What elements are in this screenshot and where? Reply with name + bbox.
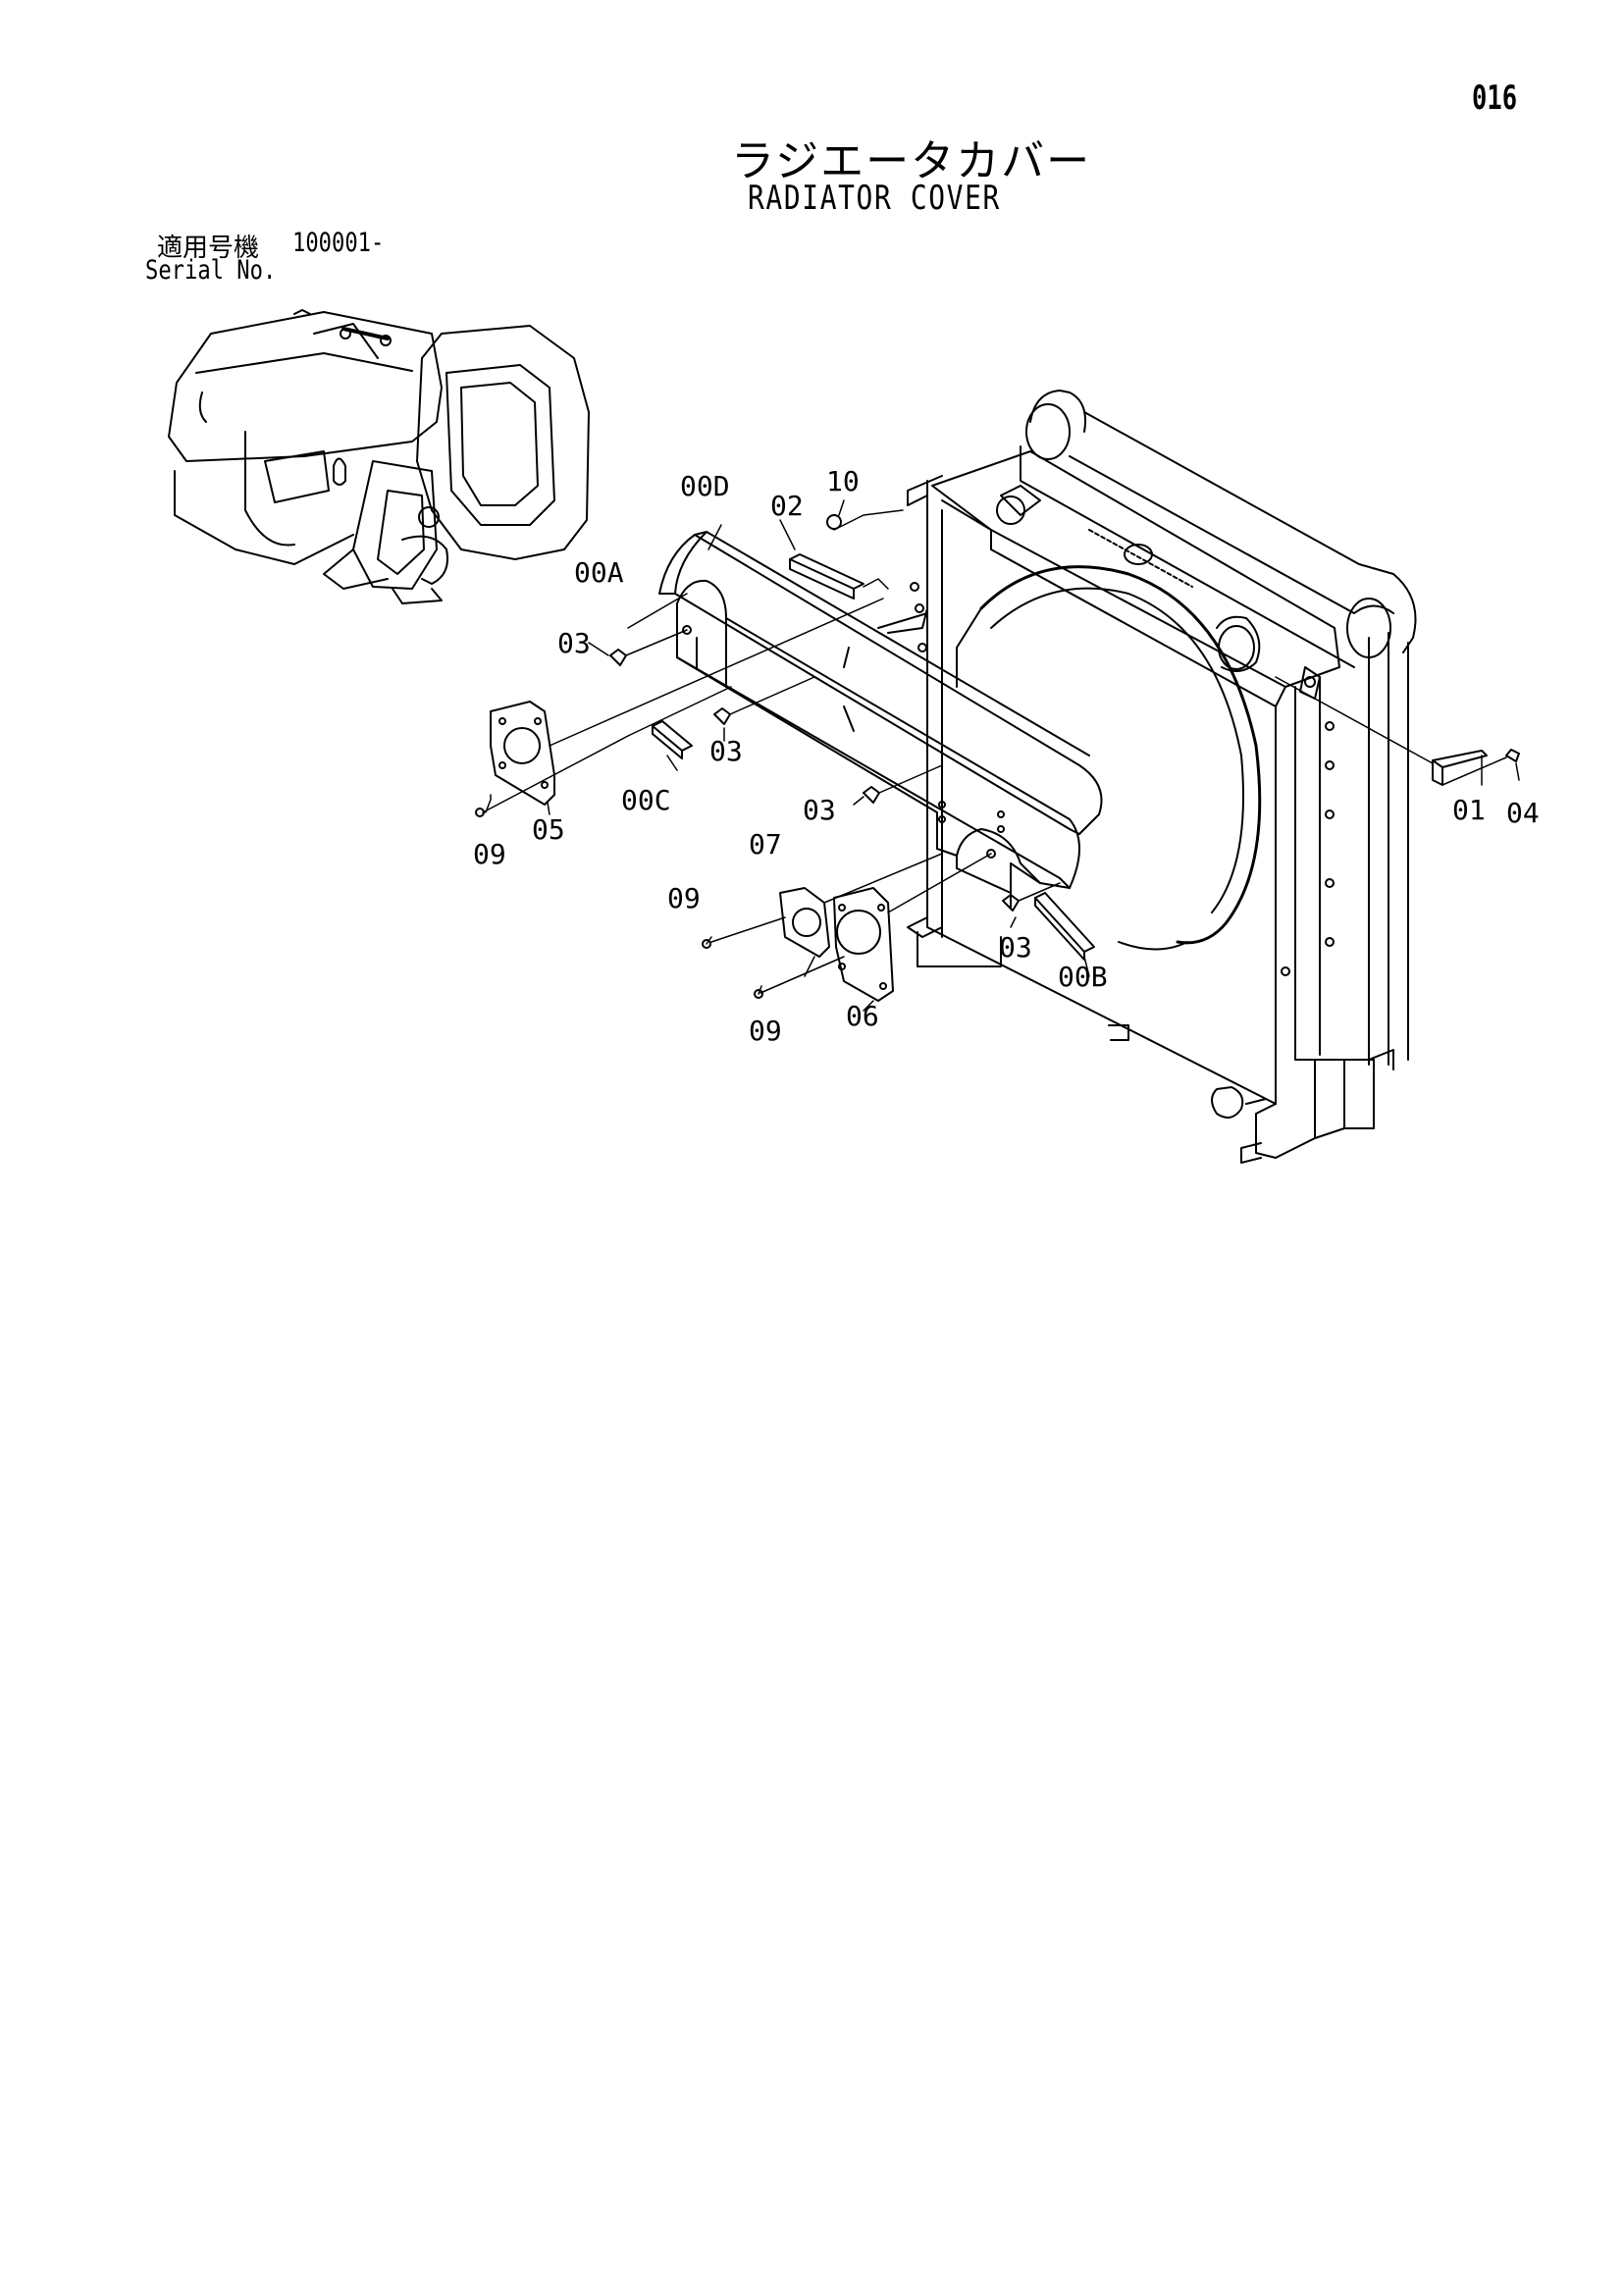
page-title-english: RADIATOR COVER xyxy=(748,179,1001,218)
callout-00D: 00D xyxy=(680,470,730,502)
callout-09c: 09 xyxy=(749,1015,782,1047)
small-parts xyxy=(475,514,1520,999)
serial-label-english: Serial No. xyxy=(145,255,277,286)
page-number: 016 xyxy=(1472,78,1518,118)
callout-05: 05 xyxy=(532,813,565,846)
callout-06: 06 xyxy=(846,1000,879,1032)
page-title-japanese: ラジエータカバー xyxy=(731,136,1092,186)
callout-00B: 00B xyxy=(1058,961,1108,993)
machine-overview-illustration xyxy=(168,309,590,604)
callout-03c: 03 xyxy=(803,794,836,826)
callout-03a: 03 xyxy=(557,627,591,659)
callout-09b: 09 xyxy=(667,882,701,914)
callout-03b: 03 xyxy=(709,735,743,767)
mounting-plates xyxy=(490,701,894,1002)
radiator-cover-parts xyxy=(658,531,1103,909)
callout-04: 04 xyxy=(1506,797,1540,829)
callout-01: 01 xyxy=(1452,794,1486,826)
callout-09a: 09 xyxy=(473,838,506,870)
callout-00A: 00A xyxy=(574,556,624,589)
callout-00C: 00C xyxy=(621,784,671,816)
callout-02: 02 xyxy=(770,490,804,522)
radiator-frame xyxy=(877,390,1417,1164)
serial-number-value: 100001- xyxy=(292,228,385,258)
leader-lines xyxy=(482,499,1520,1012)
serial-label-japanese: 適用号機 xyxy=(157,234,260,263)
callout-03d: 03 xyxy=(999,931,1032,964)
callout-labels: 00D 02 10 00A 03 03 03 03 05 09 00C 07 0… xyxy=(473,465,1540,1047)
callout-07: 07 xyxy=(749,828,782,861)
callout-10: 10 xyxy=(826,465,860,497)
